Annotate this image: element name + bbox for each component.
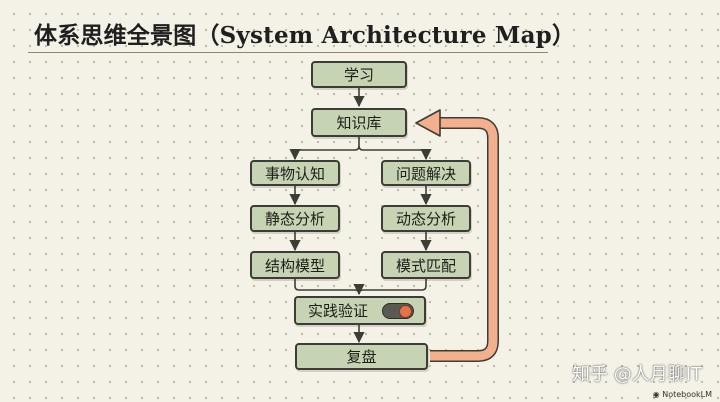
notebooklm-brand: ◉ NotebookLM [653, 390, 712, 399]
notebooklm-icon: ◉ [652, 390, 660, 399]
node-structural-model: 结构模型 [250, 251, 340, 279]
arrow-merge-left [294, 279, 360, 295]
node-problem-solving-label: 问题解决 [395, 164, 456, 183]
node-structural-model-label: 结构模型 [264, 256, 325, 275]
arrow-kb-split-right [358, 145, 432, 161]
node-dynamic-analysis-label: 动态分析 [395, 210, 456, 228]
node-static-analysis-label: 静态分析 [264, 210, 325, 228]
feedback-loop-arrow [430, 117, 499, 362]
node-pattern-matching-label: 模式匹配 [395, 256, 456, 275]
node-problem-solving: 问题解决 [381, 160, 471, 186]
node-practice-verification: 实践验证 [294, 296, 426, 325]
node-study: 学习 [311, 61, 407, 88]
node-cognition: 事物认知 [250, 160, 340, 186]
arrow-merge-right [358, 279, 427, 295]
title-underline [28, 52, 548, 53]
node-cognition-label: 事物认知 [264, 164, 325, 183]
node-review-label: 复盘 [346, 348, 377, 366]
node-dynamic-analysis: 动态分析 [381, 205, 471, 232]
node-knowledge-base-label: 知识库 [336, 114, 382, 132]
notebooklm-label: NotebookLM [662, 390, 712, 399]
node-static-analysis: 静态分析 [250, 205, 340, 232]
node-study-label: 学习 [343, 66, 374, 84]
node-pattern-matching: 模式匹配 [381, 251, 471, 279]
toggle-switch-icon [382, 302, 414, 319]
arrow-kb-split-left [289, 137, 360, 161]
node-review: 复盘 [295, 343, 428, 370]
node-knowledge-base: 知识库 [311, 108, 407, 137]
page-title: 体系思维全景图（System Architecture Map） [34, 22, 576, 49]
feedback-arrowhead [415, 109, 441, 137]
node-practice-verification-label: 实践验证 [308, 302, 369, 320]
watermark: 知乎 @人月聊IT [571, 364, 702, 385]
